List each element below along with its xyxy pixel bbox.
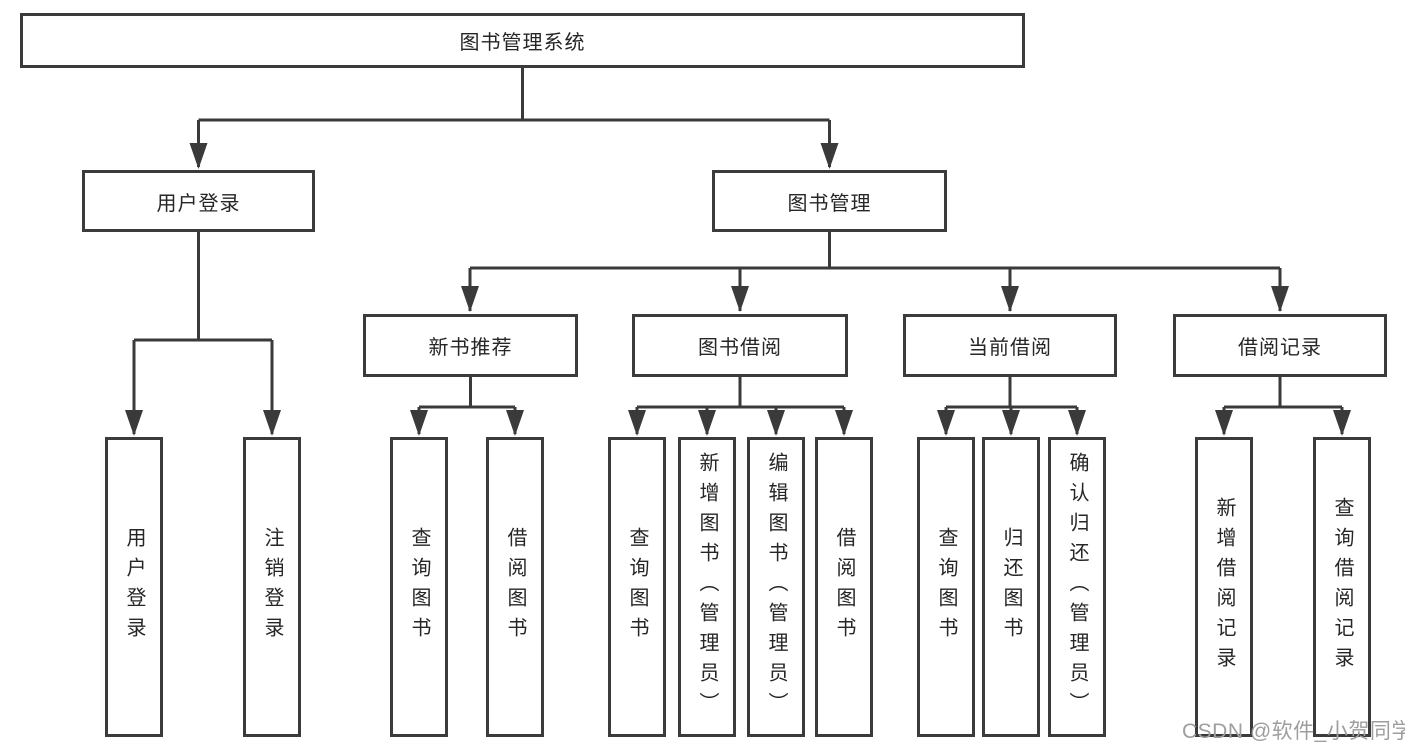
csdn-watermark: CSDN @软件_小贺同学: [1182, 720, 1405, 743]
edge-records-to-leaves: [1222, 377, 1344, 434]
leaf-add-borrow-record: 新增借阅记录: [1195, 437, 1253, 737]
node-current-borrow: 当前借阅: [903, 314, 1117, 377]
leaf-borrow-query-books-label: 查询图书: [626, 527, 648, 647]
leaf-logout: 注销登录: [243, 437, 301, 737]
node-current-borrow-label: 当前借阅: [968, 337, 1052, 359]
node-new-book-recommend-label: 新书推荐: [428, 337, 513, 359]
node-new-book-recommend: 新书推荐: [363, 314, 578, 377]
leaf-return-books: 归还图书: [982, 437, 1040, 737]
leaf-recommend-query-books: 查询图书: [390, 437, 448, 737]
leaf-recommend-borrow-books-label: 借阅图书: [504, 527, 526, 647]
node-book-borrow-label: 图书借阅: [698, 337, 782, 359]
leaf-borrow-books: 借阅图书: [815, 437, 873, 737]
leaf-confirm-return-admin-label: 确认归还（管理员）: [1066, 452, 1088, 722]
node-borrow-records: 借阅记录: [1173, 314, 1387, 377]
node-root-system: 图书管理系统: [20, 13, 1025, 68]
leaf-confirm-return-admin: 确认归还（管理员）: [1048, 437, 1106, 737]
edge-management-to-level3: [468, 232, 1282, 311]
edge-root-to-level2: [197, 68, 831, 167]
leaf-borrow-books-label: 借阅图书: [833, 527, 855, 647]
leaf-recommend-query-books-label: 查询图书: [408, 527, 430, 647]
node-root-system-label: 图书管理系统: [459, 32, 586, 54]
leaf-add-borrow-record-label: 新增借阅记录: [1213, 497, 1235, 677]
node-book-borrow: 图书借阅: [632, 314, 848, 377]
edge-login-to-leaves: [132, 232, 274, 434]
leaf-logout-label: 注销登录: [261, 527, 283, 647]
node-book-management: 图书管理: [712, 170, 947, 232]
node-user-login-label: 用户登录: [156, 192, 241, 215]
node-book-management-label: 图书管理: [787, 192, 872, 215]
leaf-borrow-query-books: 查询图书: [608, 437, 666, 737]
leaf-edit-books-admin: 编辑图书（管理员）: [747, 437, 805, 737]
leaf-user-login-label: 用户登录: [123, 527, 145, 647]
leaf-return-books-label: 归还图书: [1000, 527, 1022, 647]
leaf-edit-books-admin-label: 编辑图书（管理员）: [765, 452, 787, 722]
node-borrow-records-label: 借阅记录: [1238, 337, 1322, 359]
edge-borrow-to-leaves: [635, 377, 846, 434]
leaf-recommend-borrow-books: 借阅图书: [486, 437, 544, 737]
node-user-login: 用户登录: [82, 170, 315, 232]
arrowheads: [125, 143, 1351, 436]
edge-recommend-to-leaves: [417, 377, 517, 434]
leaf-query-borrow-record: 查询借阅记录: [1313, 437, 1371, 737]
leaf-current-query-books-label: 查询图书: [935, 527, 957, 647]
leaf-add-books-admin: 新增图书（管理员）: [678, 437, 736, 737]
leaf-user-login: 用户登录: [105, 437, 163, 737]
leaf-query-borrow-record-label: 查询借阅记录: [1331, 497, 1353, 677]
leaf-add-books-admin-label: 新增图书（管理员）: [696, 452, 718, 722]
leaf-current-query-books: 查询图书: [917, 437, 975, 737]
